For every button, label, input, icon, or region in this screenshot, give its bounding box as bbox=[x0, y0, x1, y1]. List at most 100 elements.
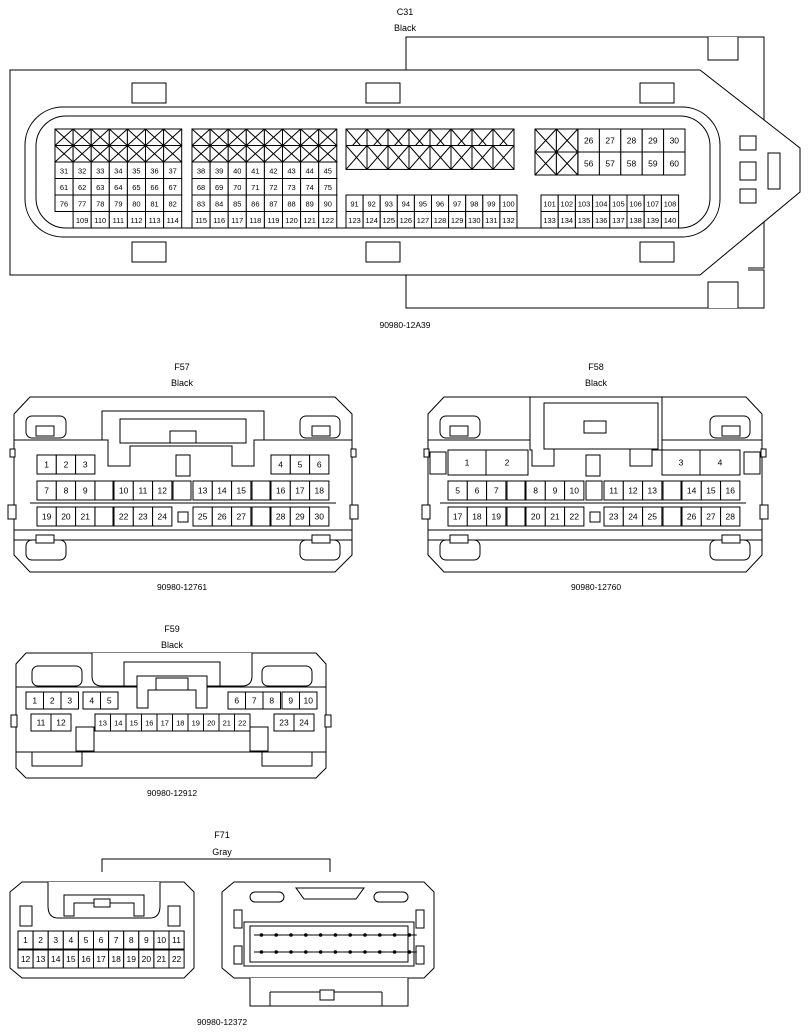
pin-number: 3 bbox=[53, 935, 58, 945]
pin-number: 63 bbox=[96, 183, 104, 192]
pin-number: 64 bbox=[114, 183, 122, 192]
pin-number: 29 bbox=[648, 136, 658, 146]
male-pin bbox=[348, 933, 353, 937]
pin-number: 22 bbox=[172, 954, 182, 964]
pin-number: 117 bbox=[231, 216, 243, 225]
pin-number: 72 bbox=[269, 183, 277, 192]
pin-number: 15 bbox=[706, 486, 716, 496]
pin-number: 121 bbox=[303, 216, 316, 225]
pin-number: 111 bbox=[113, 216, 124, 225]
pin-cavity bbox=[168, 949, 185, 969]
pin-number: 5 bbox=[107, 696, 112, 706]
pin-number: 23 bbox=[138, 512, 148, 522]
pin-number: 5 bbox=[455, 486, 460, 496]
pin-number: 2 bbox=[64, 460, 69, 470]
pin-number: 13 bbox=[36, 954, 46, 964]
pin-number: 109 bbox=[76, 216, 89, 225]
pin-number: 5 bbox=[84, 935, 89, 945]
connector-c31-color: Black bbox=[394, 23, 417, 33]
pin-number: 81 bbox=[150, 199, 158, 208]
pin-number: 28 bbox=[276, 512, 286, 522]
pin-cavity bbox=[720, 506, 741, 527]
pin-number: 108 bbox=[664, 199, 677, 208]
pin-number: 17 bbox=[96, 954, 106, 964]
connector-f58-part: 90980-12760 bbox=[571, 582, 621, 592]
pin-cavity bbox=[486, 480, 507, 501]
pin-cavity bbox=[642, 506, 663, 527]
pin-number: 114 bbox=[167, 216, 179, 225]
pin-cavity bbox=[743, 451, 761, 475]
pin-number: 80 bbox=[132, 199, 140, 208]
connector-f71-part: 90980-12372 bbox=[197, 1017, 247, 1027]
pin-number: 83 bbox=[197, 199, 205, 208]
pin-number: 38 bbox=[197, 166, 205, 175]
pin-number: 41 bbox=[251, 166, 259, 175]
pin-number: 18 bbox=[111, 954, 121, 964]
pin-number: 62 bbox=[78, 183, 86, 192]
pin-number: 33 bbox=[96, 166, 104, 175]
pin-cavity bbox=[429, 451, 447, 475]
pin-number: 21 bbox=[157, 954, 167, 964]
pin-number: 4 bbox=[89, 696, 94, 706]
pin-number: 61 bbox=[60, 183, 68, 192]
male-pin bbox=[304, 950, 308, 954]
pin-number: 125 bbox=[382, 216, 395, 225]
pin-number: 98 bbox=[470, 199, 478, 208]
pin-number: 23 bbox=[609, 512, 619, 522]
connector-c31-part: 90980-12A39 bbox=[379, 320, 430, 330]
pin-number: 56 bbox=[584, 159, 594, 169]
pin-number: 30 bbox=[315, 512, 325, 522]
pin-cavity bbox=[94, 480, 114, 501]
pin-number: 19 bbox=[127, 954, 137, 964]
pin-number: 19 bbox=[492, 512, 502, 522]
pin-cavity bbox=[50, 713, 72, 732]
pin-number: 11 bbox=[139, 486, 148, 496]
pin-number: 104 bbox=[595, 199, 608, 208]
pin-number: 68 bbox=[197, 183, 205, 192]
pin-cavity bbox=[642, 480, 663, 501]
pin-number: 45 bbox=[324, 166, 332, 175]
pin-number: 2 bbox=[505, 458, 510, 468]
pin-number: 25 bbox=[648, 512, 658, 522]
pin-number: 82 bbox=[168, 199, 176, 208]
pin-number: 15 bbox=[237, 486, 247, 496]
pin-number: 87 bbox=[269, 199, 277, 208]
pin-number: 130 bbox=[468, 216, 481, 225]
pin-number: 14 bbox=[114, 719, 122, 728]
pin-number: 28 bbox=[726, 512, 736, 522]
pin-number: 84 bbox=[215, 199, 223, 208]
pin-number: 14 bbox=[687, 486, 697, 496]
male-pin bbox=[304, 933, 308, 937]
pin-number: 27 bbox=[605, 136, 615, 146]
pin-cavity bbox=[231, 506, 252, 527]
pin-number: 76 bbox=[60, 199, 68, 208]
pin-number: 12 bbox=[158, 486, 168, 496]
connector-f58-color: Black bbox=[585, 378, 608, 388]
pin-number: 27 bbox=[706, 512, 716, 522]
pin-cavity bbox=[309, 506, 330, 527]
pin-number: 40 bbox=[233, 166, 241, 175]
pin-cavity bbox=[168, 930, 185, 950]
pin-number: 13 bbox=[99, 719, 107, 728]
pin-number: 113 bbox=[149, 216, 161, 225]
pin-number: 6 bbox=[317, 460, 322, 470]
male-pin bbox=[274, 933, 279, 937]
pin-cavity bbox=[485, 449, 529, 476]
male-pin bbox=[378, 950, 382, 954]
connector-f59-color: Black bbox=[161, 640, 184, 650]
pin-number: 16 bbox=[145, 719, 153, 728]
pin-cavity bbox=[585, 480, 603, 501]
pin-cavity bbox=[231, 480, 252, 501]
pin-number: 4 bbox=[718, 458, 723, 468]
connector-f57-color: Black bbox=[171, 378, 194, 388]
pin-number: 19 bbox=[192, 719, 200, 728]
pin-number: 99 bbox=[487, 199, 495, 208]
pin-number: 105 bbox=[612, 199, 625, 208]
pin-number: 122 bbox=[321, 216, 334, 225]
pin-cavity bbox=[506, 506, 526, 527]
pin-number: 24 bbox=[299, 718, 309, 728]
